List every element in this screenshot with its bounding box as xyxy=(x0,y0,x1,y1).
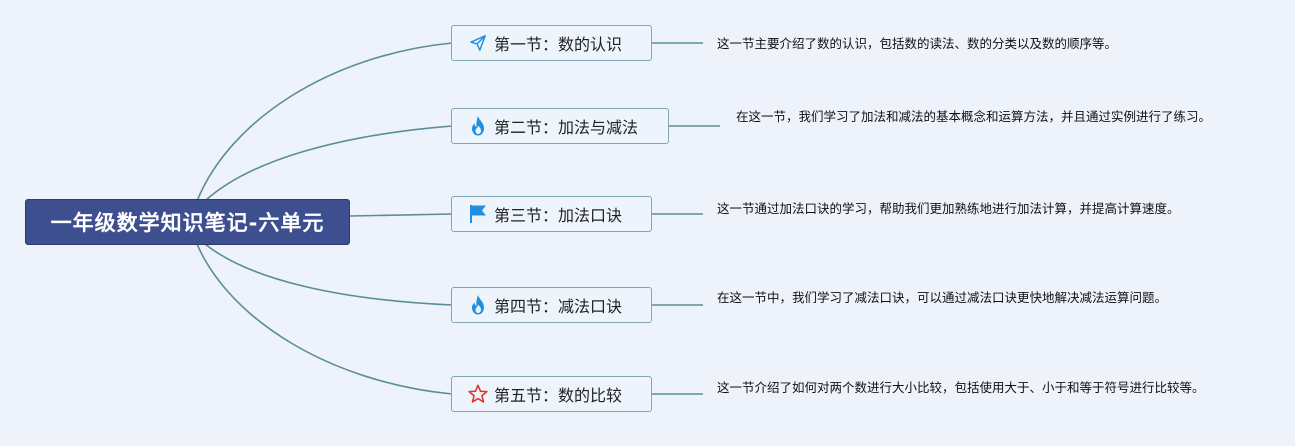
section-title: 第五节：数的比较 xyxy=(494,386,623,405)
section-note-4: 在这一节中，我们学习了减法口诀，可以通过减法口诀更快地解决减法运算问题。 xyxy=(717,290,1168,305)
section-title: 第四节：减法口诀 xyxy=(494,297,623,316)
fire-icon xyxy=(468,116,488,136)
star-icon xyxy=(468,384,488,404)
flag-icon xyxy=(468,204,488,224)
section-note-3: 这一节通过加法口诀的学习，帮助我们更加熟练地进行加法计算，并提高计算速度。 xyxy=(717,201,1180,216)
root-topic[interactable]: 一年级数学知识笔记-六单元 xyxy=(25,199,350,245)
section-title: 第一节：数的认识 xyxy=(494,35,623,54)
fire-icon xyxy=(468,295,488,315)
section-node-5[interactable]: 第五节：数的比较 xyxy=(451,376,652,412)
section-note-5: 这一节介绍了如何对两个数进行大小比较，包括使用大于、小于和等于符号进行比较等。 xyxy=(717,380,1205,395)
section-note-1: 这一节主要介绍了数的认识，包括数的读法、数的分类以及数的顺序等。 xyxy=(717,36,1118,51)
paper-plane-icon xyxy=(468,33,488,53)
section-node-4[interactable]: 第四节：减法口诀 xyxy=(451,287,652,323)
section-note-2: 在这一节，我们学习了加法和减法的基本概念和运算方法，并且通过实例进行了练习。 xyxy=(736,109,1212,124)
section-title: 第二节：加法与减法 xyxy=(494,118,639,137)
section-node-1[interactable]: 第一节：数的认识 xyxy=(451,25,652,61)
section-node-2[interactable]: 第二节：加法与减法 xyxy=(451,108,669,144)
section-node-3[interactable]: 第三节：加法口诀 xyxy=(451,196,652,232)
section-title: 第三节：加法口诀 xyxy=(494,206,623,225)
